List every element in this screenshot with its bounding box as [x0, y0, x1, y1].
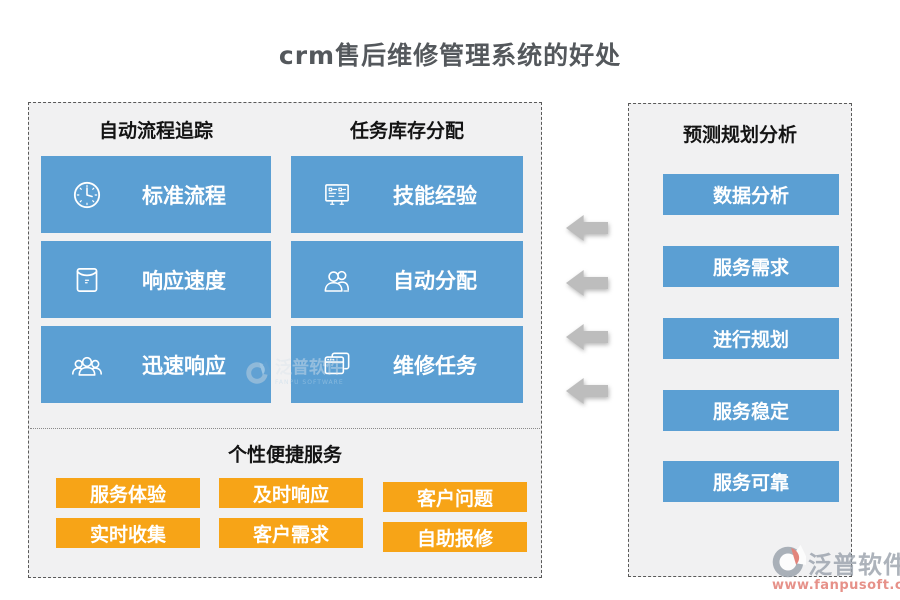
process-item-standard-flow: 标准流程 — [41, 156, 271, 233]
board-list-icon — [319, 177, 355, 213]
left-arrow — [566, 270, 608, 296]
service-button-self-repair: 自助报修 — [383, 522, 527, 552]
forecast-item-service-reliable: 服务可靠 — [663, 461, 839, 502]
forecast-section-header: 预测规划分析 — [682, 124, 797, 146]
column-header-process-tracking: 自动流程追踪 — [98, 120, 213, 142]
forecast-item-data-analysis: 数据分析 — [663, 174, 839, 215]
service-button-realtime-collect: 实时收集 — [56, 518, 200, 548]
right-panel: 预测规划分析 数据分析 服务需求 进行规划 服务稳定 服务可靠 — [628, 103, 852, 577]
process-item-label: 迅速响应 — [142, 353, 226, 378]
process-item-label: 标准流程 — [142, 183, 226, 208]
forecast-item-service-demand: 服务需求 — [663, 246, 839, 287]
process-item-response-speed: 响应速度 — [41, 241, 271, 318]
left-panel: 自动流程追踪 任务库存分配 标准流程 响应速度 — [28, 102, 542, 578]
process-item-rapid-response: 迅速响应 — [41, 326, 271, 403]
process-item-label: 响应速度 — [142, 268, 226, 293]
watermark-subtext: FANPU SOFTWARE — [275, 379, 344, 386]
task-item-label: 技能经验 — [393, 183, 477, 208]
center-watermark: 泛普软件 FANPU SOFTWARE — [244, 360, 344, 386]
service-button-timely-response: 及时响应 — [219, 478, 363, 508]
service-button-customer-need: 客户需求 — [219, 518, 363, 548]
left-arrow-shape — [566, 270, 608, 296]
watermark-text: 泛普软件 — [275, 358, 343, 378]
forecast-item-planning: 进行规划 — [663, 318, 839, 359]
left-arrow-shape — [566, 215, 608, 241]
clock-icon — [69, 177, 105, 213]
forecast-item-service-stable: 服务稳定 — [663, 390, 839, 431]
service-button-customer-issue: 客户问题 — [383, 482, 527, 512]
brand-url: www.fanpusoft.com — [772, 578, 900, 593]
fanpu-logo-icon — [770, 544, 811, 580]
left-arrow — [566, 378, 608, 404]
task-item-auto-assign: 自动分配 — [291, 241, 523, 318]
left-arrow-shape — [566, 324, 608, 350]
service-button-service-experience: 服务体验 — [56, 478, 200, 508]
service-section-header: 个性便捷服务 — [227, 444, 342, 466]
stacked-windows-icon — [319, 347, 355, 383]
left-arrow — [566, 324, 608, 350]
left-arrow-shape — [566, 378, 608, 404]
two-users-icon — [319, 262, 355, 298]
left-arrow — [566, 215, 608, 241]
task-item-label: 自动分配 — [393, 268, 477, 293]
brand-mark: 泛普软件 www.fanpusoft.com — [770, 544, 900, 593]
task-item-repair-task: 维修任务 — [291, 326, 523, 403]
section-divider — [30, 428, 540, 429]
page-title: crm售后维修管理系统的好处 — [278, 41, 622, 70]
people-group-icon — [69, 347, 105, 383]
fanpu-logo-icon — [244, 360, 273, 386]
column-header-task-allocation: 任务库存分配 — [349, 120, 464, 142]
envelope-icon — [69, 262, 105, 298]
brand-name: 泛普软件 — [808, 550, 900, 579]
task-item-label: 维修任务 — [393, 353, 477, 378]
task-item-skill-experience: 技能经验 — [291, 156, 523, 233]
